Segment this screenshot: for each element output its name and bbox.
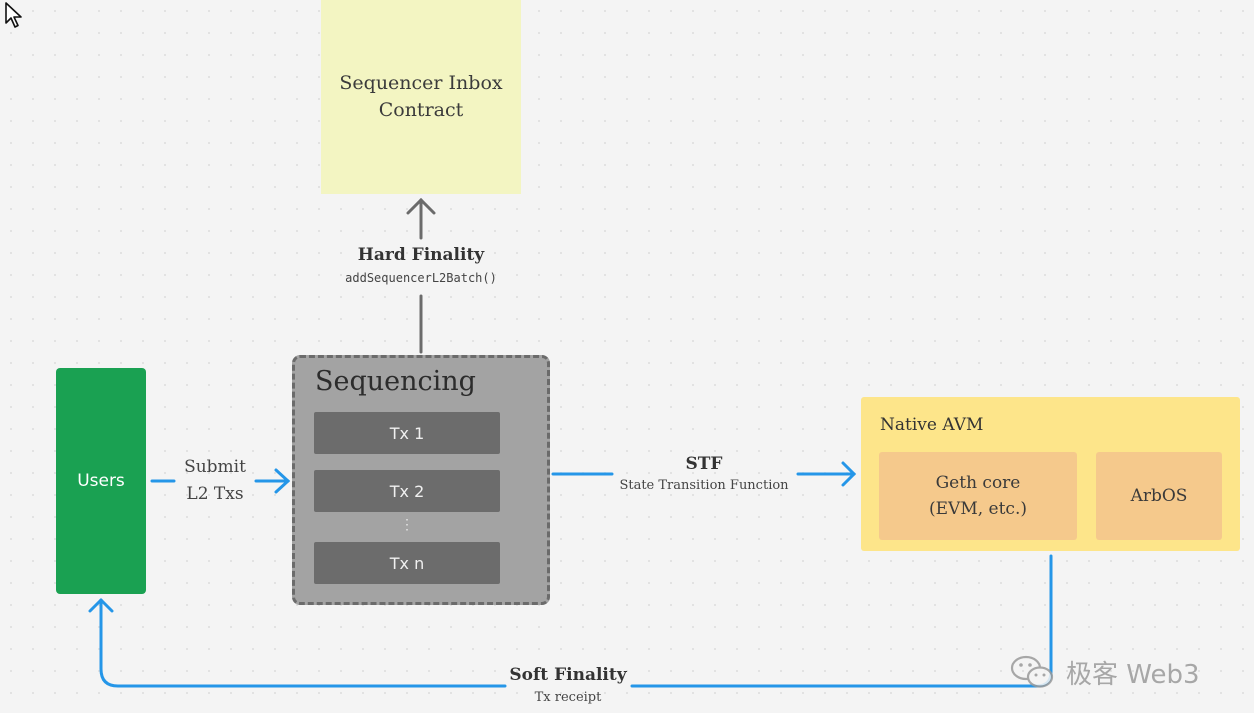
watermark-text: 极客 Web3	[1066, 659, 1200, 690]
native-avm-title: Native AVM	[880, 415, 984, 435]
arbos-box: ArbOS	[1096, 452, 1222, 540]
inbox-label-line1: Sequencer Inbox	[339, 72, 503, 94]
users-label: Users	[77, 471, 125, 491]
submit-l2-txs-label: Submit L2 Txs	[168, 454, 262, 508]
hard-finality-arrow	[406, 197, 436, 354]
soft-finality-subtitle: Tx receipt	[534, 690, 602, 705]
geth-core-line2: (EVM, etc.)	[929, 499, 1027, 519]
stf-title: STF	[685, 454, 723, 474]
mouse-cursor-icon	[5, 2, 22, 28]
tx-1: Tx 1	[314, 412, 500, 454]
submit-line2: L2 Txs	[186, 484, 244, 504]
tx-ellipsis: ⋮	[400, 517, 414, 533]
tx-n: Tx n	[314, 542, 500, 584]
stf-subtitle: State Transition Function	[619, 478, 789, 493]
hard-finality-call: addSequencerL2Batch()	[345, 271, 497, 285]
geth-core-box: Geth core (EVM, etc.)	[879, 452, 1077, 540]
stf-arrow	[551, 461, 857, 487]
submit-line1: Submit	[184, 457, 246, 477]
users-box: Users	[56, 368, 146, 594]
wechat-icon	[1010, 655, 1054, 688]
native-avm-box: Native AVM Geth core (EVM, etc.) ArbOS	[861, 397, 1240, 551]
inbox-label-line2: Contract	[378, 99, 464, 121]
watermark: 极客 Web3	[1008, 650, 1238, 694]
submit-arrow	[150, 468, 291, 494]
arbos-label: ArbOS	[1130, 486, 1188, 506]
soft-finality-title: Soft Finality	[509, 665, 627, 685]
hard-finality-title: Hard Finality	[357, 245, 485, 265]
sequencing-title: Sequencing	[315, 366, 476, 397]
sequencing-box: Sequencing Tx 1 Tx 2 ⋮ Tx n	[292, 355, 550, 605]
sequencer-inbox-contract-box: Sequencer Inbox Contract	[321, 0, 521, 194]
tx-2: Tx 2	[314, 470, 500, 512]
sequencer-inbox-label: Sequencer Inbox Contract	[331, 70, 511, 124]
geth-core-line1: Geth core	[935, 473, 1021, 493]
